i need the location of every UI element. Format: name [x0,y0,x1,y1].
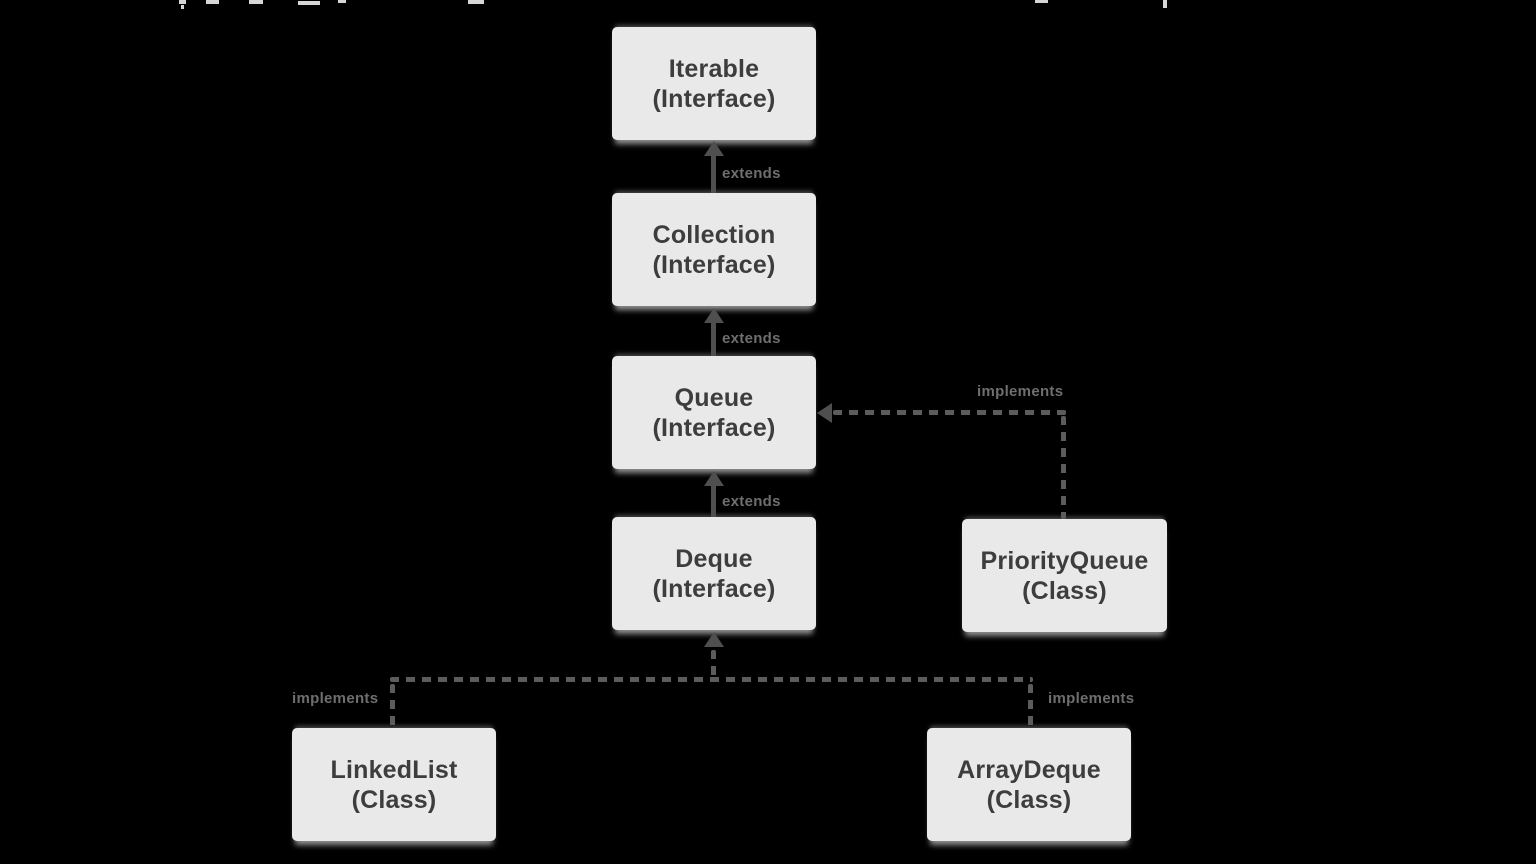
clipped-text-fragment [206,0,219,4]
edge-label-extends: extends [722,330,781,347]
node-collection: Collection (Interface) [612,193,816,306]
clipped-text-fragment [468,0,484,4]
node-collection-kind: (Interface) [652,250,776,279]
node-iterable-name: Iterable [668,54,760,83]
edge-dash-vertical [711,650,716,680]
clipped-text-fragment [338,0,346,3]
node-collection-name: Collection [652,220,776,249]
node-linkedlist: LinkedList (Class) [292,728,496,841]
node-iterable-kind: (Interface) [652,84,776,113]
node-arraydeque-kind: (Class) [986,785,1072,814]
clipped-text-fragment [179,0,186,4]
edge-dash-horizontal [390,677,1033,682]
clipped-text-fragment [298,1,320,5]
node-priorityqueue-name: PriorityQueue [980,546,1149,575]
edge-stem [711,320,716,356]
clipped-text-fragment [1035,0,1048,3]
arrowhead-up-icon [704,308,724,323]
node-arraydeque: ArrayDeque (Class) [927,728,1131,841]
arrowhead-up-icon [704,471,724,486]
node-deque: Deque (Interface) [612,517,816,630]
node-queue: Queue (Interface) [612,356,816,469]
edge-label-implements: implements [1048,690,1135,707]
edge-dash-vertical [390,684,395,728]
edge-dash-vertical [1061,416,1066,519]
clipped-text-fragment [249,0,263,4]
edge-dash-horizontal [833,410,1066,415]
node-linkedlist-name: LinkedList [330,755,458,784]
node-priorityqueue: PriorityQueue (Class) [962,519,1167,632]
node-queue-name: Queue [674,383,754,412]
edge-label-implements: implements [977,383,1064,400]
edge-label-implements: implements [292,690,379,707]
edge-dash-vertical [1028,684,1033,728]
node-priorityqueue-kind: (Class) [1022,576,1107,605]
arrowhead-up-icon [704,141,724,156]
edge-label-extends: extends [722,493,781,510]
edge-stem [711,153,716,193]
node-arraydeque-name: ArrayDeque [957,755,1101,784]
clipped-text-fragment [1163,0,1167,8]
clipped-text-fragment [181,5,184,9]
node-linkedlist-kind: (Class) [351,785,437,814]
node-deque-kind: (Interface) [652,574,776,603]
edge-label-extends: extends [722,165,781,182]
node-iterable: Iterable (Interface) [612,27,816,140]
edge-stem [711,483,716,517]
arrowhead-up-icon [704,632,724,647]
node-deque-name: Deque [675,544,753,573]
node-queue-kind: (Interface) [652,413,776,442]
arrowhead-left-icon [817,403,832,423]
